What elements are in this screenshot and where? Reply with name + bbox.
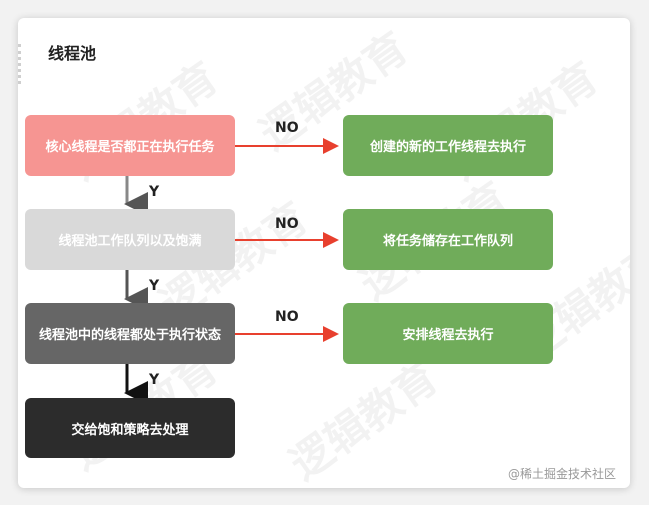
queue-full-box: 线程池工作队列以及饱满 (25, 209, 235, 270)
store-in-queue-box: 将任务储存在工作队列 (343, 209, 553, 270)
no-label-2: NO (275, 216, 299, 232)
core-thread-busy-box: 核心线程是否都正在执行任务 (25, 115, 235, 176)
schedule-thread-box: 安排线程去执行 (343, 303, 553, 364)
no-label-1: NO (275, 120, 299, 136)
side-tab (18, 44, 25, 84)
page-title: 线程池 (48, 44, 97, 63)
source-watermark: @稀土掘金技术社区 (507, 467, 616, 481)
yes-label-2: Y (149, 278, 160, 294)
all-threads-busy-box: 线程池中的线程都处于执行状态 (25, 303, 235, 364)
flow-arrows (124, 138, 339, 405)
saturation-policy-box: 交给饱和策略去处理 (25, 398, 235, 458)
yes-label-1: Y (149, 184, 160, 200)
no-label-3: NO (275, 309, 299, 325)
yes-label-3: Y (149, 372, 160, 388)
diagram-card: 逻辑教育 逻辑教育 逻辑教育 逻辑教育 逻辑教育 逻辑教育 逻辑教育 逻辑教育 … (18, 18, 630, 488)
create-worker-thread-box: 创建的新的工作线程去执行 (343, 115, 553, 176)
